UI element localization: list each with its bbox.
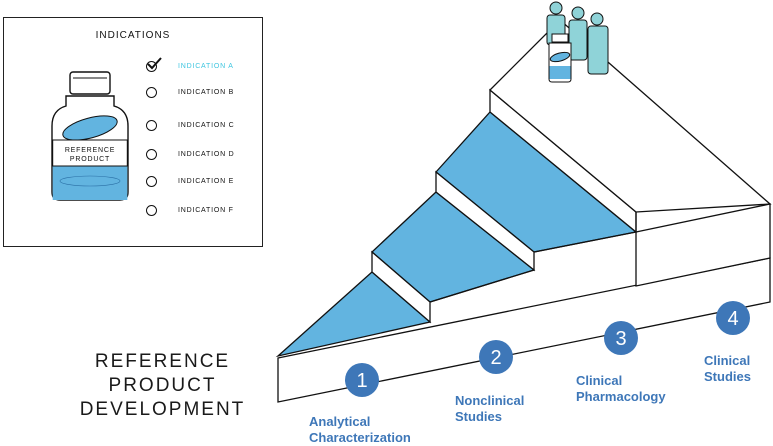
step-4-marker: 4 [716, 301, 750, 335]
main-title: REFERENCE PRODUCT DEVELOPMENT [60, 350, 265, 422]
indication-f-radio[interactable] [146, 204, 157, 216]
indication-c-label: INDICATION C [178, 121, 235, 129]
step-2-label: Nonclinical Studies [455, 393, 524, 425]
step-1-label: Analytical Characterization [309, 414, 411, 446]
indication-b-option[interactable]: INDICATION B [146, 84, 233, 100]
indication-a-radio[interactable] [146, 56, 162, 72]
step-2-label-line-1: Nonclinical [455, 393, 525, 408]
reference-product-vial: REFERENCE PRODUCT [51, 71, 129, 201]
indication-c-radio[interactable] [146, 119, 157, 131]
vial-label-line-2: PRODUCT [70, 156, 110, 163]
small-vial-icon [548, 33, 572, 83]
vial-label-line-1: REFERENCE [65, 147, 115, 154]
indication-a-option[interactable]: INDICATION A [146, 56, 233, 74]
checkmark-icon [147, 56, 162, 69]
step-2-number: 2 [490, 347, 501, 369]
main-title-line-2: PRODUCT [108, 375, 217, 396]
step-2-label-line-2: Studies [455, 409, 502, 424]
step-3-label-line-1: Clinical [576, 373, 623, 388]
indications-panel: INDICATIONS REFERENCE PRODUCT INDICATION… [3, 17, 263, 247]
indication-c-option[interactable]: INDICATION C [146, 117, 234, 133]
indications-title: INDICATIONS [95, 30, 171, 41]
staircase-top-side [635, 203, 771, 287]
staircase-base-slab [277, 257, 771, 403]
step-1-label-line-1: Analytical [309, 414, 371, 429]
step-1-label-line-2: Characterization [309, 430, 411, 445]
step-3-label-line-2: Pharmacology [576, 389, 666, 404]
step-4-number: 4 [727, 308, 738, 330]
indication-b-radio[interactable] [146, 86, 157, 98]
step-3-number: 3 [615, 328, 626, 350]
step-4-label: Clinical Studies [704, 353, 751, 385]
indication-b-label: INDICATION B [178, 88, 235, 96]
indication-d-radio[interactable] [146, 148, 157, 160]
indication-f-label: INDICATION F [178, 206, 234, 214]
step-1-riser [371, 250, 431, 324]
indication-d-label: INDICATION D [178, 150, 235, 158]
indication-e-radio[interactable] [146, 175, 157, 187]
indication-e-label: INDICATION E [178, 177, 235, 185]
step-4-label-line-2: Studies [704, 369, 751, 384]
step-3-label: Clinical Pharmacology [576, 373, 666, 405]
step-3-marker: 3 [604, 321, 638, 355]
step-1-number: 1 [356, 370, 367, 392]
step-4-label-line-1: Clinical [704, 353, 751, 368]
step-2-marker: 2 [479, 340, 513, 374]
indication-f-option[interactable]: INDICATION F [146, 202, 233, 218]
indication-d-option[interactable]: INDICATION D [146, 146, 234, 162]
indication-e-option[interactable]: INDICATION E [146, 173, 233, 189]
main-title-line-3: DEVELOPMENT [79, 399, 246, 420]
main-title-line-1: REFERENCE [94, 351, 231, 372]
step-1-marker: 1 [345, 363, 379, 397]
indication-a-label: INDICATION A [178, 62, 234, 70]
